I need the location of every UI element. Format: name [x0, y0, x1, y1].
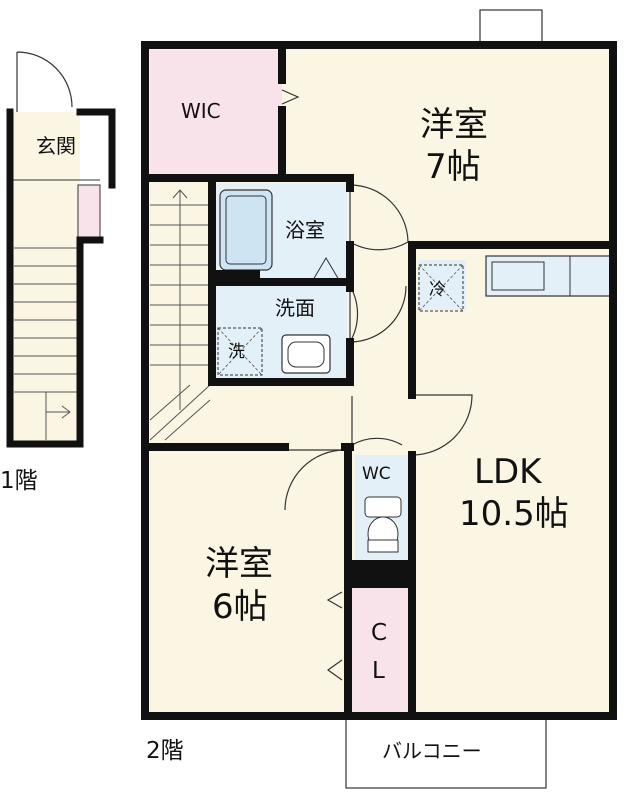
closet-label-line2: L [372, 658, 385, 684]
western-room-7-size: 7帖 [425, 147, 481, 187]
floor1-label: 1階 [0, 468, 38, 494]
wc-label: WC [362, 464, 391, 484]
closet-label-line1: C [371, 620, 388, 646]
fridge-label: 冷 [429, 280, 446, 300]
floor2-label: 2階 [146, 738, 184, 764]
floor1-plan [6, 51, 116, 448]
balcony-label: バルコニー [382, 739, 482, 763]
western-room-6-name: 洋室 [205, 544, 273, 584]
entrance-label: 玄関 [36, 134, 76, 158]
bath-label: 浴室 [285, 218, 325, 242]
floor2-plan [141, 9, 617, 789]
western-room-7-name: 洋室 [420, 105, 488, 145]
ldk-size: 10.5帖 [459, 494, 569, 534]
ldk-name: LDK [474, 452, 542, 492]
wic-label: WIC [181, 99, 221, 123]
washer-label: 洗 [228, 342, 245, 362]
washroom-label: 洗面 [275, 296, 315, 320]
western-room-6-size: 6帖 [212, 587, 268, 627]
